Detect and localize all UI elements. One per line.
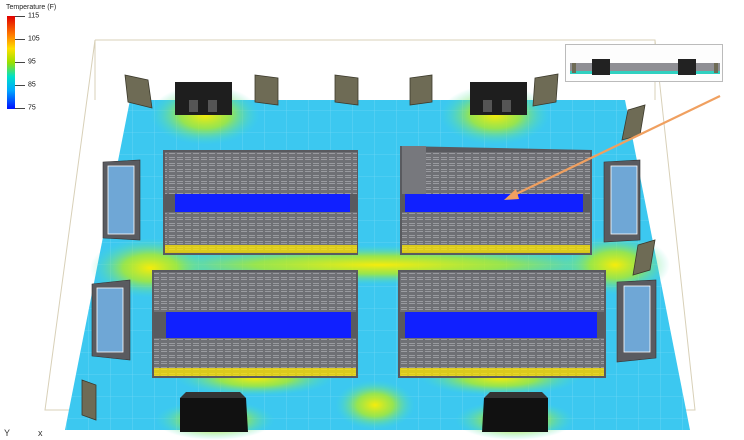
cold-aisle	[405, 312, 597, 338]
cold-aisle	[175, 194, 350, 212]
legend-tick-115: 115	[28, 12, 40, 20]
legend-tick-75: 75	[28, 104, 36, 112]
wall-vents	[81, 73, 656, 421]
rack-pod-bottom-right	[398, 270, 606, 378]
annotation-arrow	[504, 95, 721, 200]
legend-tick-95: 95	[28, 58, 36, 66]
side-pdu-panels	[96, 165, 651, 353]
temperature-legend: Temperature (F) 115 105 95 85 75	[4, 4, 64, 114]
inset-preview	[565, 44, 723, 82]
legend-color-bar	[7, 16, 15, 109]
crac-unit-top-right	[470, 82, 527, 115]
cold-aisle	[405, 194, 583, 212]
axis-y-label: Y	[4, 428, 11, 438]
crac-unit-bottom-right	[482, 392, 548, 432]
legend-tick-105: 105	[28, 35, 40, 43]
cold-aisle	[166, 312, 351, 338]
legend-title: Temperature (F)	[6, 4, 57, 11]
axis-x-label: x	[38, 428, 43, 438]
rack-pod-bottom-left	[152, 270, 358, 378]
crac-unit-bottom-left	[180, 392, 248, 432]
legend-tick-85: 85	[28, 81, 36, 89]
rack-pod-top-left	[163, 150, 358, 255]
rack-pod-top-right	[400, 146, 592, 255]
crac-unit-top-left	[175, 82, 232, 115]
